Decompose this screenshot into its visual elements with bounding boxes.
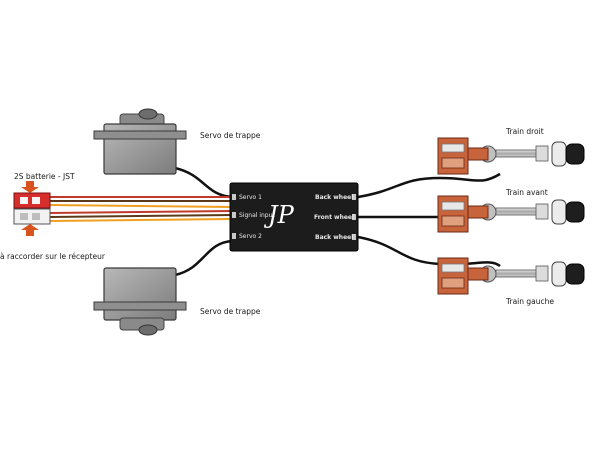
label-train-front: Train avant	[506, 188, 548, 197]
retract-right	[437, 137, 585, 175]
receiver-connector	[13, 208, 51, 225]
port-signal-label: Signal input	[239, 212, 275, 219]
retract-front	[437, 195, 585, 233]
signal-cable-bundle	[49, 196, 233, 222]
servo-top	[93, 108, 187, 175]
servo-top-cable	[174, 166, 233, 199]
label-battery: 2S batterie - JST	[14, 172, 75, 181]
board-logo: JP	[268, 201, 294, 229]
port-back-bottom-label: Back wheel	[315, 234, 354, 241]
label-train-right: Train droit	[506, 127, 544, 136]
port-front-label: Front wheel	[314, 214, 355, 221]
label-servo-top: Servo de trappe	[200, 131, 261, 140]
label-train-left: Train gauche	[506, 297, 554, 306]
label-receiver: à raccorder sur le récepteur	[0, 252, 105, 261]
port-servo2-label: Servo 2	[239, 233, 262, 240]
output-cables	[357, 172, 501, 268]
battery-connector	[13, 192, 51, 209]
servo-bottom	[93, 267, 187, 336]
retract-left	[437, 257, 585, 295]
port-servo1-label: Servo 1	[239, 194, 262, 201]
arrow-up-icon	[21, 224, 39, 236]
controller-board	[229, 182, 359, 252]
port-back-top-label: Back wheel	[315, 194, 354, 201]
arrow-down-icon	[21, 181, 39, 193]
label-servo-bottom: Servo de trappe	[200, 307, 261, 316]
servo-bottom-cable	[174, 239, 233, 277]
